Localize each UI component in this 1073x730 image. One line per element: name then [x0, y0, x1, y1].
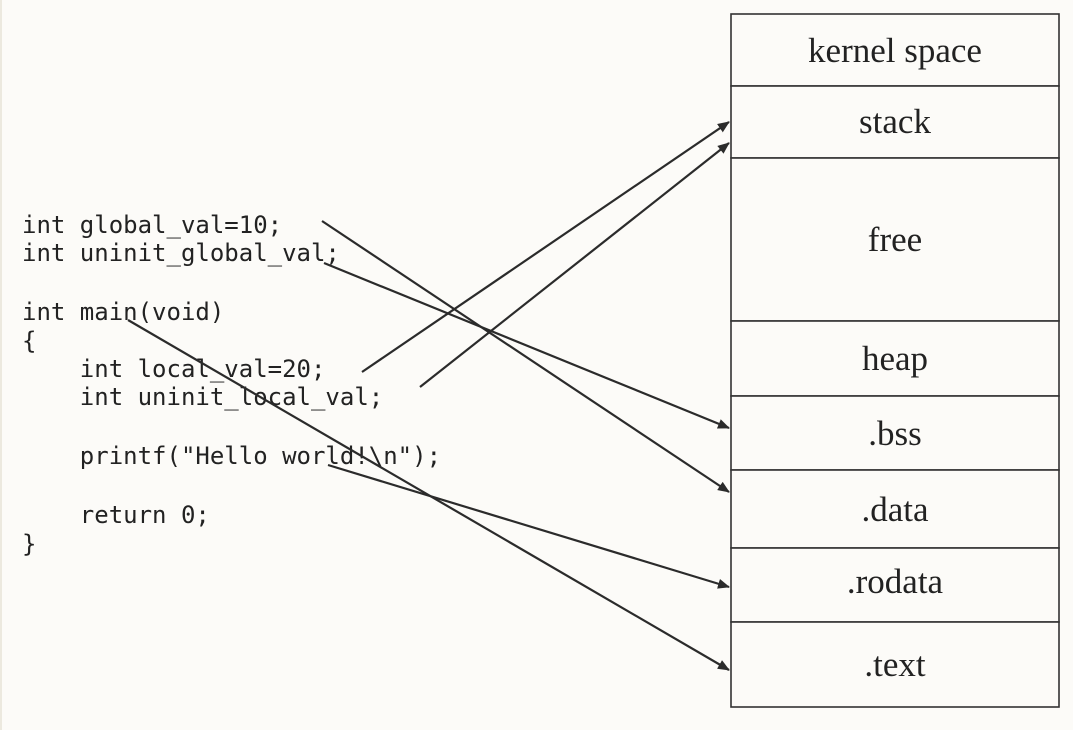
segment-label-heap: heap [862, 339, 928, 378]
code-line-local-val: int local_val=20; [22, 355, 325, 383]
segment-text [730, 621, 1060, 708]
arrow-uninit-global-val-to-bss [323, 261, 730, 430]
code-line-main-signature: int main(void) [22, 298, 224, 326]
arrow-local-val-to-stack [361, 121, 730, 373]
mapping-arrows [127, 121, 730, 671]
segment-stack [730, 85, 1060, 159]
segment-kernel-space [730, 13, 1060, 87]
segment-label-bss: .bss [868, 414, 922, 453]
code-line-global-val: int global_val=10; [22, 211, 282, 239]
code-line-uninit-local-val: int uninit_local_val; [22, 383, 383, 411]
code-line-close-brace: } [22, 530, 36, 558]
segment-bss [730, 395, 1060, 471]
segment-label-text: .text [864, 645, 926, 684]
page-left-rule [0, 0, 2, 730]
code-line-printf: printf("Hello world!\n"); [22, 442, 441, 470]
code-line-uninit-global-val: int uninit_global_val; [22, 239, 340, 267]
code-listing: int global_val=10; int uninit_global_val… [22, 211, 441, 558]
arrow-global-val-to-data [321, 220, 730, 493]
code-line-return: return 0; [22, 501, 210, 529]
segment-label-kernel-space: kernel space [808, 31, 982, 70]
segment-label-rodata: .rodata [847, 562, 944, 601]
segment-heap [730, 320, 1060, 397]
segment-label-free: free [868, 220, 922, 259]
memory-segments: kernel space stack free heap .bss .data … [730, 13, 1060, 708]
segment-free [730, 157, 1060, 322]
arrow-uninit-local-val-to-stack [419, 142, 730, 388]
segment-data [730, 469, 1060, 549]
segment-label-stack: stack [859, 102, 931, 141]
segment-label-data: .data [861, 490, 929, 529]
code-line-open-brace: { [22, 327, 36, 355]
arrow-printf-string-to-rodata [327, 463, 730, 589]
